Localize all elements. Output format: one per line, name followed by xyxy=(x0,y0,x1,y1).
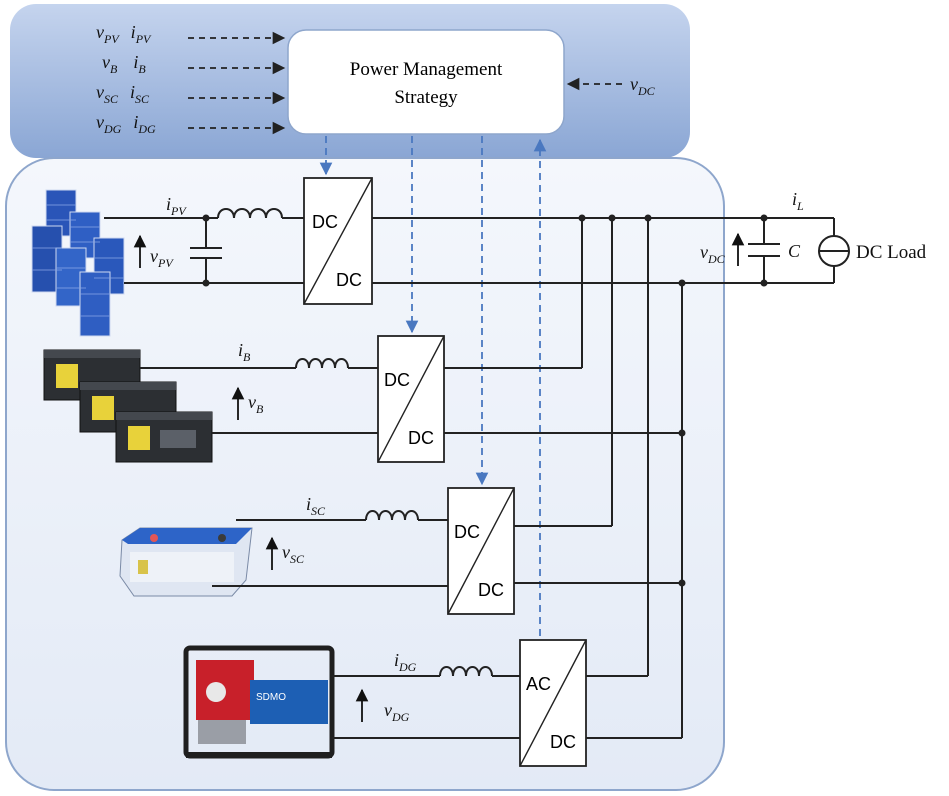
dg-ac-dc-converter: AC DC xyxy=(519,639,587,767)
dg-conv-top: AC xyxy=(526,674,551,694)
sc-current-label: iSC xyxy=(306,494,326,518)
battery-dc-dc-converter: DC DC xyxy=(377,335,445,463)
dc-load-section: C vDC iL DC Load xyxy=(700,189,927,287)
strategy-line2: Strategy xyxy=(394,87,458,108)
vdc-bus-label: vDC xyxy=(700,242,726,266)
diesel-generator-icon: SDMO xyxy=(183,645,335,759)
supercapacitor-icon xyxy=(119,527,253,597)
dg-inductor xyxy=(439,666,493,677)
pv-voltage-label: vPV xyxy=(150,246,174,270)
supercapacitor-circuit: iSC vSC DC DC xyxy=(212,487,682,615)
dg-voltage-label: vDG xyxy=(384,700,410,724)
sc-conv-top: DC xyxy=(454,522,480,542)
battery-circuit: iB vB DC DC xyxy=(140,335,682,463)
pv-conv-top: DC xyxy=(312,212,338,232)
sc-inductor xyxy=(365,510,419,521)
dc-load-label: DC Load xyxy=(856,242,927,263)
battery-conv-top: DC xyxy=(384,370,410,390)
battery-voltage-label: vB xyxy=(248,392,264,416)
sc-dc-dc-converter: DC DC xyxy=(447,487,515,615)
sc-voltage-label: vSC xyxy=(282,542,305,566)
power-management-strategy-box: Power Management Strategy xyxy=(287,29,565,135)
pv-current-label: iPV xyxy=(166,194,187,218)
pv-capacitor xyxy=(190,218,222,283)
pv-dc-dc-converter: DC DC xyxy=(303,177,373,305)
battery-current-label: iB xyxy=(238,340,251,364)
dc-bus-capacitor xyxy=(748,218,780,283)
dg-conv-bottom: DC xyxy=(550,732,576,752)
dg-circuit: iDG vDG AC DC xyxy=(332,639,682,767)
svg-text:SDMO: SDMO xyxy=(256,692,286,703)
battery-icon xyxy=(43,349,213,463)
pv-conv-bottom: DC xyxy=(336,270,362,290)
control-signals xyxy=(319,136,547,636)
dc-bus xyxy=(372,214,834,738)
capacitor-label: C xyxy=(788,241,801,261)
battery-inductor xyxy=(295,358,349,369)
pv-solar-panels xyxy=(31,189,125,337)
pv-circuit: iPV vPV DC DC xyxy=(104,177,373,305)
pv-inductor xyxy=(217,208,283,219)
vdc-input-label: vDC xyxy=(630,74,656,98)
strategy-line1: Power Management xyxy=(350,59,503,80)
power-panel xyxy=(5,157,725,791)
solar-panel-icon xyxy=(31,189,125,337)
dg-current-label: iDG xyxy=(394,650,417,674)
load-current-label: iL xyxy=(792,189,804,213)
battery-conv-bottom: DC xyxy=(408,428,434,448)
sc-conv-bottom: DC xyxy=(478,580,504,600)
